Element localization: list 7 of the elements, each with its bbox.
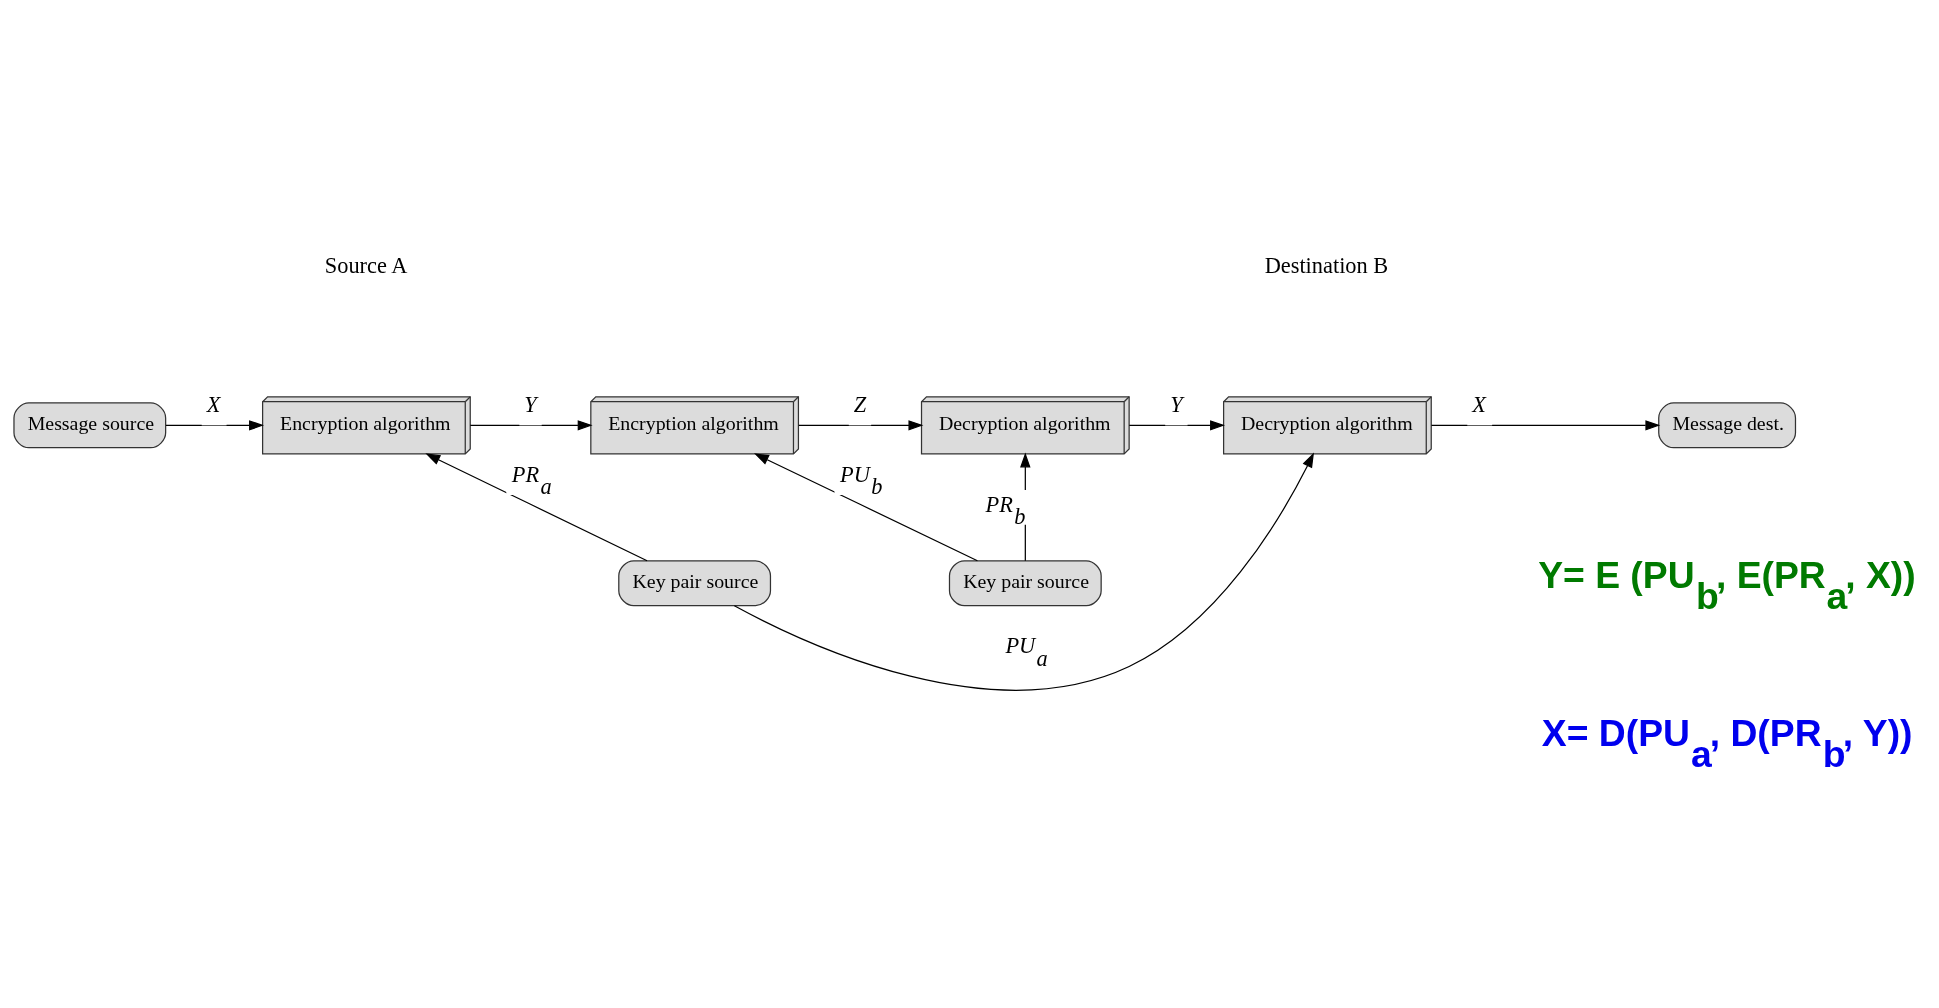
edge-label: Z [853,392,866,418]
edge-label: Y [1169,392,1183,418]
label: Destination B [1264,252,1388,278]
edge-label: Y [523,392,537,418]
edge-label: X [206,392,220,418]
label: Source A [324,252,407,278]
edge-label: X [1471,392,1486,418]
